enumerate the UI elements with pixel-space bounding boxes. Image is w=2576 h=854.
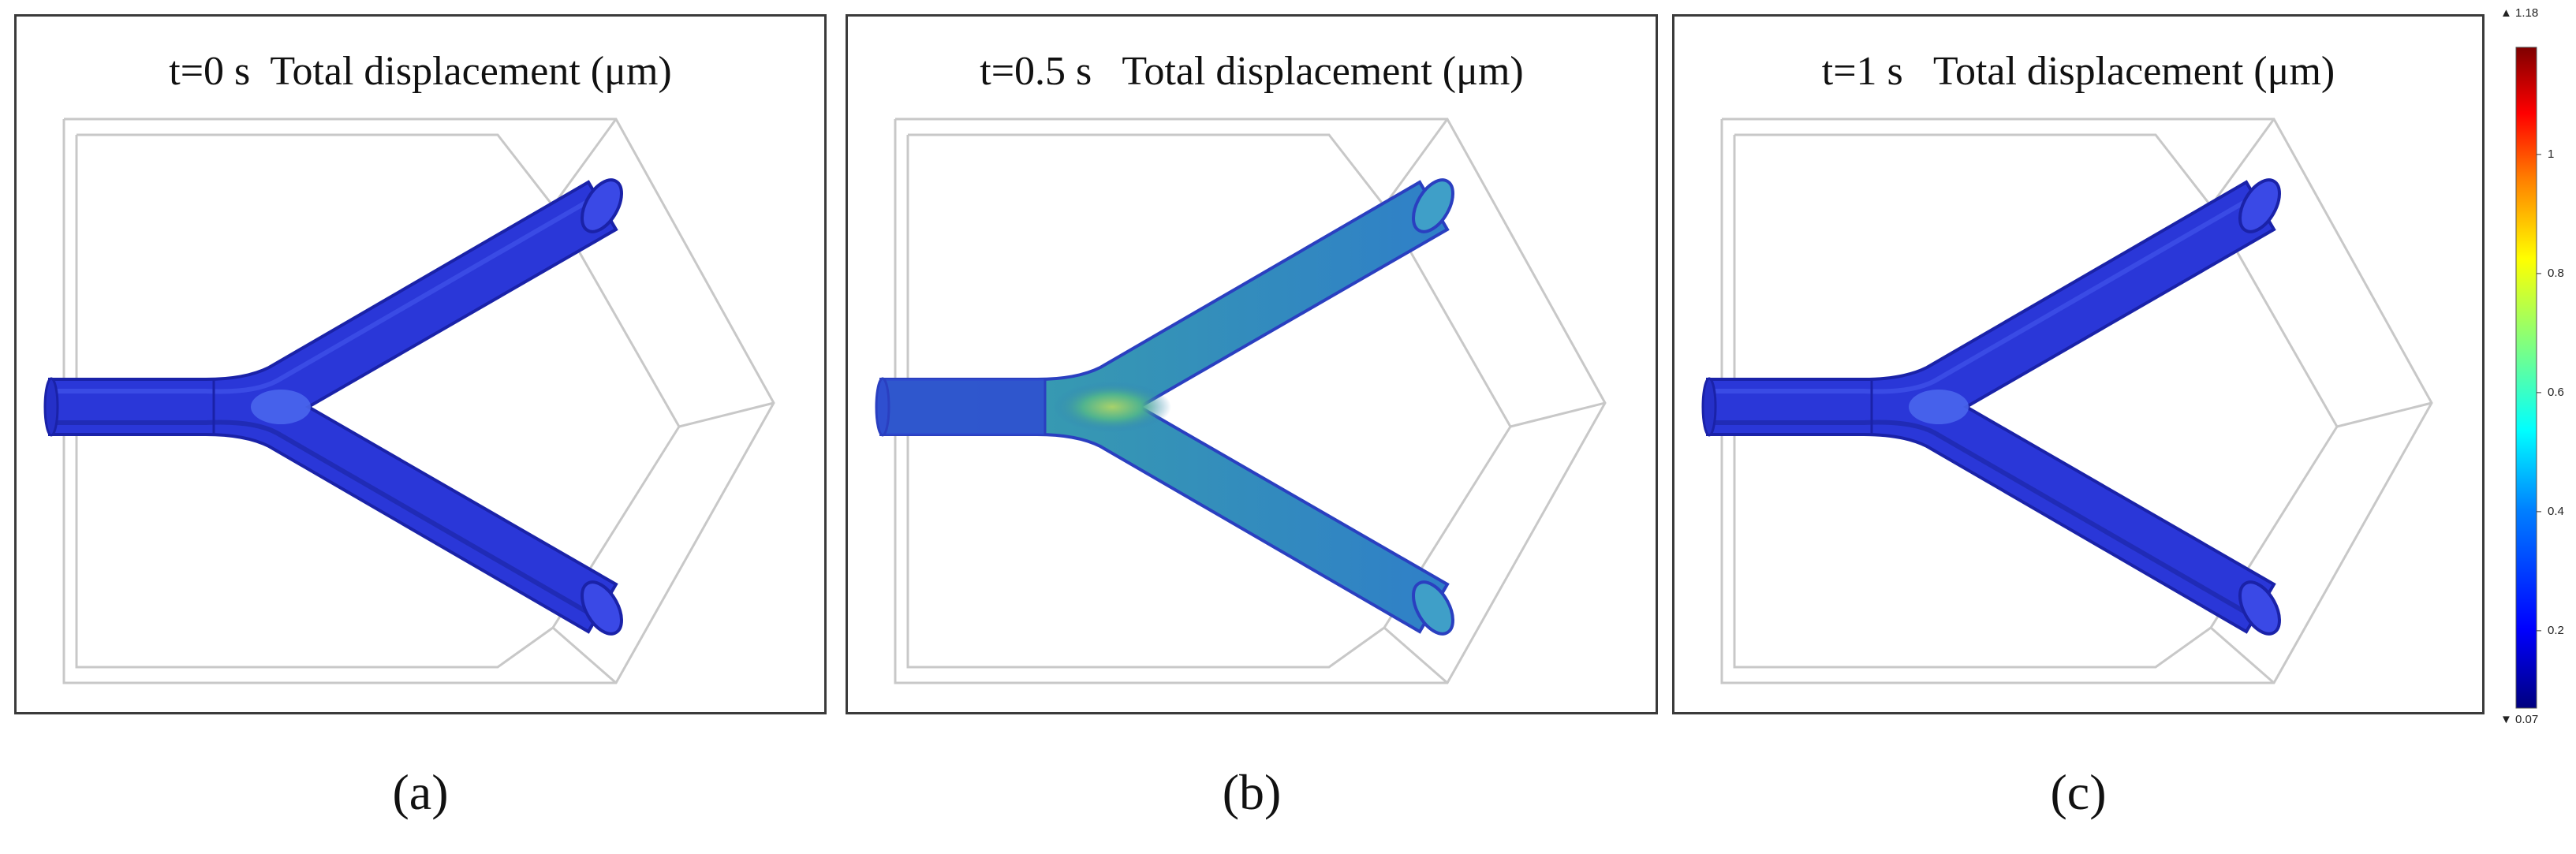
y-channel-plot-b: [875, 117, 1607, 684]
inlet-end: [1701, 377, 1717, 437]
junction-glow: [251, 390, 311, 424]
panel-title: t=0 s Total displacement (μm): [169, 49, 672, 94]
colorbar-tick-label: 0.8: [2548, 266, 2564, 280]
colorbar-tick-label: 0.4: [2548, 504, 2564, 518]
colorbar-tick-label: 0.2: [2548, 623, 2564, 637]
y-channel-a: [43, 178, 623, 636]
y-channel-b: [875, 178, 1454, 636]
colorbar: ▲ 1.18 1 0.8 0.6 0.4 0.2 ▼ 0.07: [2485, 0, 2576, 733]
colorbar-ticks: [2537, 154, 2541, 632]
inlet-tube: [879, 180, 1450, 634]
outlet-bottom: [1412, 580, 1454, 636]
colorbar-min-label: ▼ 0.07: [2500, 713, 2539, 726]
colorbar-tick-label: 0.6: [2548, 385, 2564, 399]
panel-c: t=1 s Total displacement (μm): [1672, 14, 2485, 714]
y-channel-plot-c: [1701, 117, 2433, 684]
junction-glow: [1909, 390, 1969, 424]
outlet-bottom: [2238, 580, 2281, 636]
colorbar-max-label: ▲ 1.18: [2500, 6, 2539, 20]
y-channel-c: [1701, 178, 2281, 636]
outlet-top: [581, 178, 623, 233]
outlet-top: [2238, 178, 2281, 233]
inlet-end: [43, 377, 59, 437]
y-channel-plot-a: [43, 117, 775, 684]
colorbar-tick-label: 1: [2548, 147, 2555, 161]
tube-shadow: [50, 420, 595, 618]
junction-hotspot: [1053, 382, 1171, 432]
inlet-end: [875, 377, 890, 437]
panel-b: t=0.5 s Total displacement (μm): [846, 14, 1658, 714]
caption-b: (b): [1222, 764, 1282, 820]
caption-c: (c): [2050, 764, 2107, 820]
caption-a: (a): [392, 764, 449, 820]
outlet-bottom: [581, 580, 623, 636]
inlet-tube: [48, 180, 618, 634]
tube-highlight: [50, 196, 595, 394]
outlet-top: [1412, 178, 1454, 233]
panel-title: t=0.5 s Total displacement (μm): [980, 49, 1524, 94]
colorbar-gradient: [2515, 47, 2541, 709]
inlet-tube: [1706, 180, 2276, 634]
panel-title: t=1 s Total displacement (μm): [1821, 49, 2335, 94]
panel-a: t=0 s Total displacement (μm): [14, 14, 827, 714]
